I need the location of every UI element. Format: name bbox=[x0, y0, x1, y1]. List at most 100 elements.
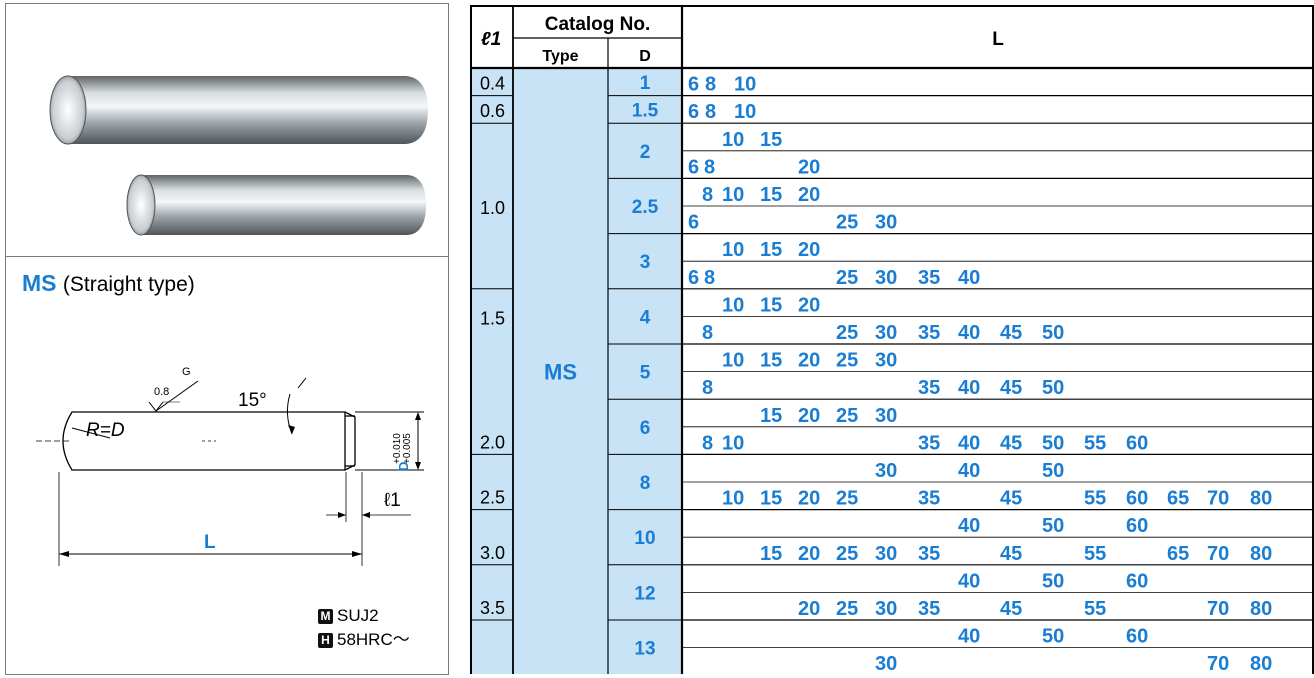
l-value: 45 bbox=[1000, 377, 1022, 399]
l-value: 45 bbox=[1000, 598, 1022, 620]
l-value: 65 bbox=[1167, 543, 1189, 565]
l-value: 60 bbox=[1126, 626, 1148, 648]
l-value: 55 bbox=[1084, 598, 1106, 620]
l-value: 15 bbox=[760, 129, 782, 151]
l1-value: 0.6 bbox=[480, 101, 505, 121]
l-value: 30 bbox=[875, 405, 897, 427]
l-value: 60 bbox=[1126, 515, 1148, 537]
l-value: 35 bbox=[918, 377, 940, 399]
l-value: 40 bbox=[958, 322, 980, 344]
l-value: 80 bbox=[1250, 488, 1272, 510]
l-value: 35 bbox=[918, 543, 940, 565]
l-value: 20 bbox=[798, 405, 820, 427]
l1-value: 1.0 bbox=[480, 198, 505, 218]
end-radius-label: R=D bbox=[86, 420, 125, 441]
l-value: 40 bbox=[958, 377, 980, 399]
l-value: 20 bbox=[798, 156, 820, 178]
l-value: 20 bbox=[798, 350, 820, 372]
l-value: 6 bbox=[688, 74, 699, 96]
l-value: 40 bbox=[958, 460, 980, 482]
l-value: 8 bbox=[704, 156, 715, 178]
l-value: 10 bbox=[722, 294, 744, 316]
l-value: 70 bbox=[1207, 488, 1229, 510]
l-value: 15 bbox=[760, 488, 782, 510]
material-badge: M bbox=[318, 608, 333, 624]
l-value: 8 bbox=[705, 74, 716, 96]
l-value: 60 bbox=[1126, 432, 1148, 454]
d-value: 13 bbox=[634, 639, 655, 660]
diameter-symbol: D bbox=[396, 462, 411, 471]
l-value: 40 bbox=[958, 267, 980, 289]
l-value: 10 bbox=[722, 432, 744, 454]
d-value: 1.5 bbox=[632, 100, 659, 121]
l-value: 25 bbox=[836, 543, 858, 565]
l-value: 40 bbox=[958, 626, 980, 648]
l-value: 35 bbox=[918, 432, 940, 454]
l-value: 30 bbox=[875, 350, 897, 372]
product-heading: MS (Straight type) bbox=[22, 270, 195, 297]
l-value: 25 bbox=[836, 488, 858, 510]
l-value: 55 bbox=[1084, 543, 1106, 565]
l-value: 15 bbox=[760, 543, 782, 565]
d-value: 1 bbox=[640, 73, 651, 94]
d-value: 2 bbox=[640, 142, 651, 163]
l-value: 8 bbox=[702, 322, 713, 344]
l-value: 6 bbox=[688, 267, 699, 289]
l-value: 20 bbox=[798, 294, 820, 316]
l-value: 70 bbox=[1207, 598, 1229, 620]
l-value: 15 bbox=[760, 405, 782, 427]
l-value: 40 bbox=[958, 515, 980, 537]
long-pin bbox=[49, 75, 428, 145]
header-d: D bbox=[639, 48, 651, 65]
l-value: 30 bbox=[875, 460, 897, 482]
short-pin bbox=[126, 174, 426, 236]
length-dim-label: L bbox=[204, 532, 216, 553]
l-value: 40 bbox=[958, 570, 980, 592]
dowel-pin-photo bbox=[49, 75, 428, 236]
product-subtitle: (Straight type) bbox=[62, 273, 195, 296]
d-value: 3 bbox=[640, 252, 651, 273]
type-column-bg bbox=[513, 68, 608, 674]
d-value: 10 bbox=[634, 528, 655, 549]
l-value: 8 bbox=[702, 432, 713, 454]
l-value: 40 bbox=[958, 432, 980, 454]
l-value: 30 bbox=[875, 322, 897, 344]
l-value: 25 bbox=[836, 322, 858, 344]
l-value: 25 bbox=[836, 405, 858, 427]
l-value: 25 bbox=[836, 212, 858, 234]
d-value: 6 bbox=[640, 418, 651, 439]
l1-value: 0.4 bbox=[480, 74, 505, 94]
l-value: 30 bbox=[875, 212, 897, 234]
l-value: 80 bbox=[1250, 653, 1272, 674]
l-value: 8 bbox=[704, 267, 715, 289]
roughness-grade: G bbox=[182, 366, 191, 378]
l-value: 8 bbox=[705, 101, 716, 123]
l-value: 10 bbox=[722, 488, 744, 510]
d-value: 12 bbox=[634, 583, 655, 604]
l-value: 50 bbox=[1042, 570, 1064, 592]
l-value: 20 bbox=[798, 239, 820, 261]
l1-value: 3.0 bbox=[480, 543, 505, 563]
l-value: 35 bbox=[918, 267, 940, 289]
l-value: 25 bbox=[836, 350, 858, 372]
l-value: 50 bbox=[1042, 626, 1064, 648]
product-photo bbox=[6, 4, 448, 257]
type-value: MS bbox=[544, 360, 577, 385]
l-value: 10 bbox=[734, 101, 756, 123]
material-value: SUJ2 bbox=[337, 606, 379, 625]
l-value: 10 bbox=[722, 350, 744, 372]
l-value: 50 bbox=[1042, 377, 1064, 399]
l-value: 30 bbox=[875, 267, 897, 289]
l-value: 45 bbox=[1000, 543, 1022, 565]
l-value: 15 bbox=[760, 294, 782, 316]
header-l: L bbox=[992, 29, 1004, 50]
step-dim-label: ℓ1 bbox=[384, 490, 401, 511]
header-catalog-no: Catalog No. bbox=[545, 14, 651, 35]
product-code: MS bbox=[22, 270, 57, 296]
l1-value: 2.0 bbox=[480, 432, 505, 452]
l-value: 6 bbox=[688, 101, 699, 123]
l-value: 50 bbox=[1042, 432, 1064, 454]
l-value: 25 bbox=[836, 267, 858, 289]
material-spec: M SUJ2 H 58HRC～ bbox=[318, 604, 410, 652]
l-value: 80 bbox=[1250, 598, 1272, 620]
